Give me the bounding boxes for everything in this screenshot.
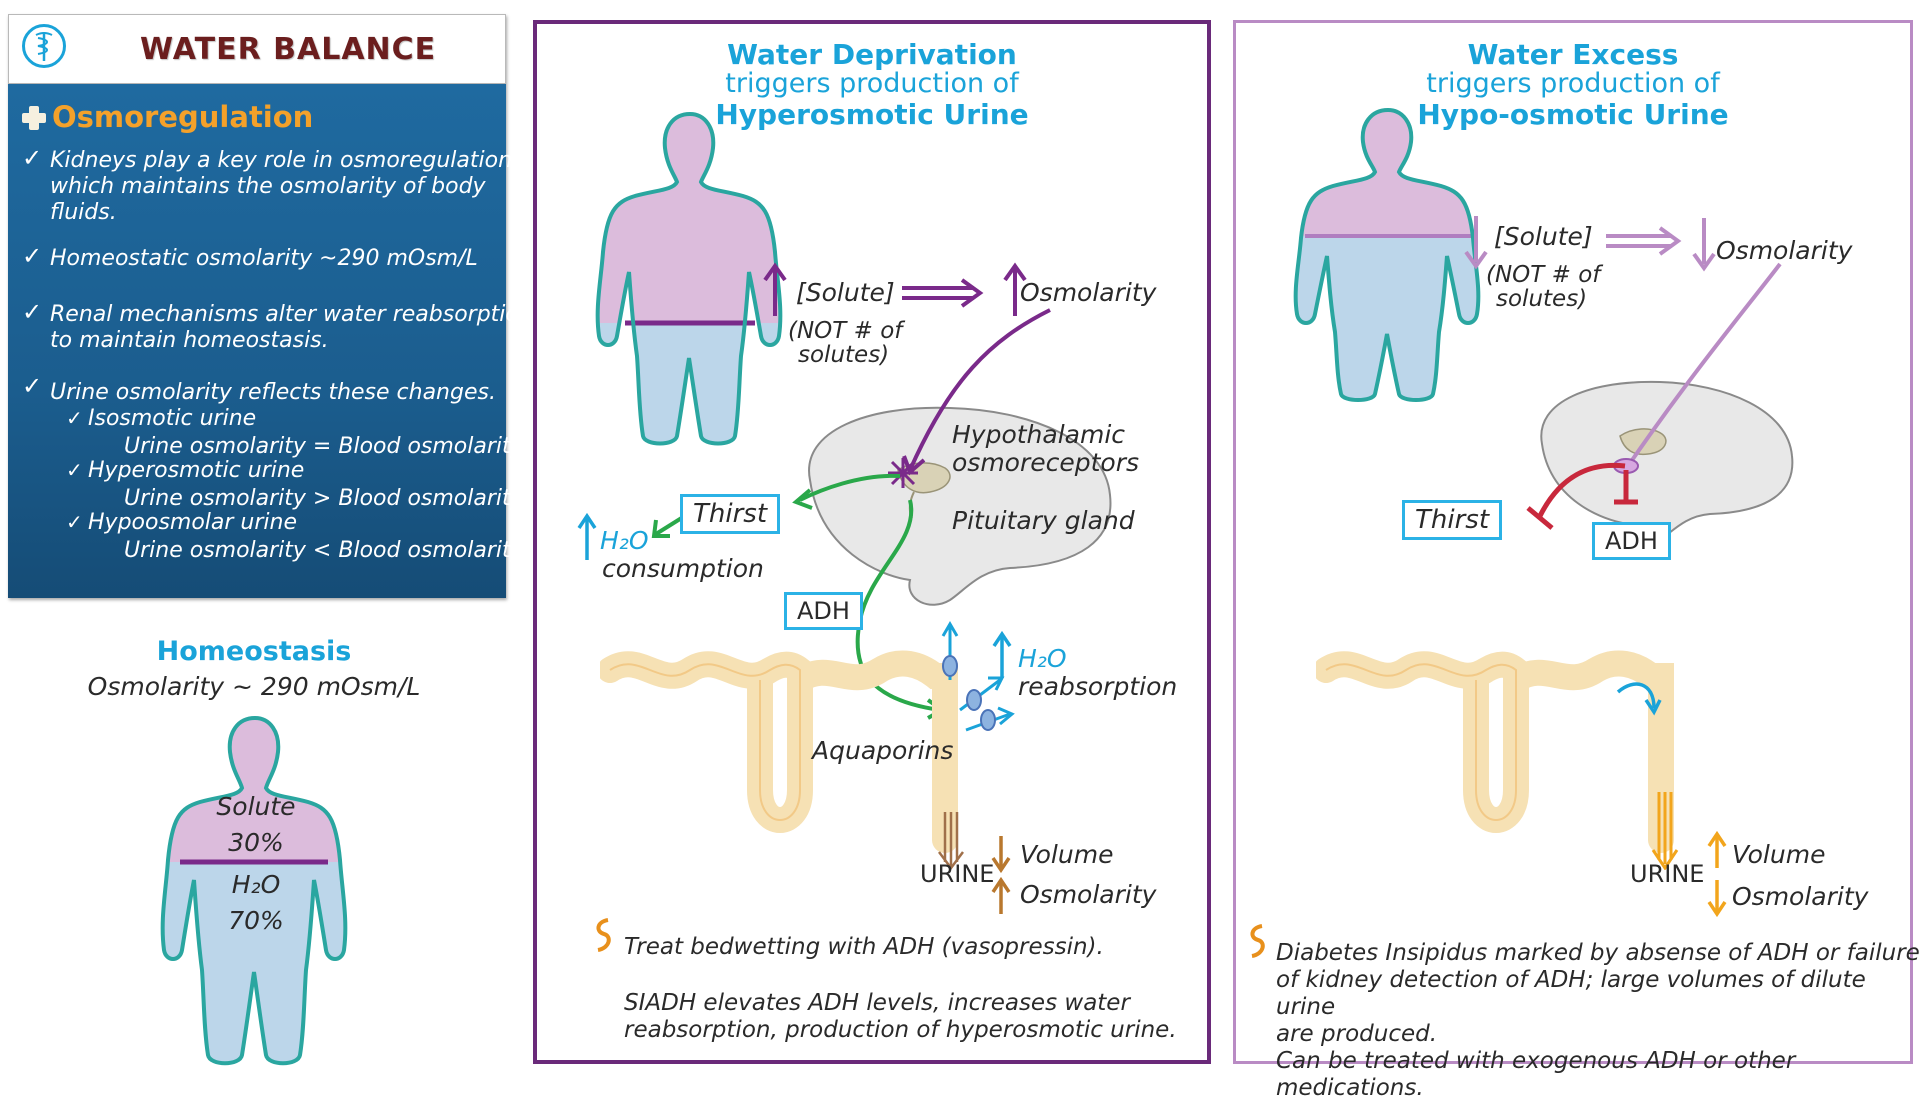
water-deprivation-panel [533, 20, 1211, 1064]
solute-label: [Solute] [1494, 222, 1593, 251]
checkmark-icon: ✓ [66, 406, 83, 430]
sub-item-detail: Urine osmolarity > Blood osmolarity [124, 486, 524, 511]
nephron-tubule-illustration [1316, 650, 1674, 853]
osmolarity-label: Osmolarity [1020, 880, 1157, 909]
h2o-label: H₂O [600, 526, 649, 555]
osmo-item-4: Urine osmolarity reflects these changes. [50, 380, 496, 405]
not-solutes-label: (NOT # of [788, 318, 903, 344]
aquaporins-label: Aquaporins [812, 736, 954, 765]
deprivation-note-1: Treat bedwetting with ADH (vasopressin). [624, 934, 1104, 960]
double-arrow-icon [1606, 226, 1682, 256]
checkmark-icon: ✓ [22, 372, 43, 400]
plus-icon [22, 106, 46, 130]
sub-item-detail: Urine osmolarity = Blood osmolarity [124, 434, 524, 459]
deprivation-subtitle: triggers production of [725, 68, 1019, 99]
decrease-arrow-icon [991, 836, 1011, 874]
urine-flow-arrow-icon [938, 812, 964, 870]
water-percent: 70% [228, 906, 284, 935]
osmoreceptors-label: osmoreceptors [952, 448, 1140, 477]
signal-curve-icon [1613, 262, 1782, 474]
decrease-arrow-icon [1707, 880, 1727, 918]
not-solutes-label: solutes) [798, 342, 890, 368]
sub-item-label: Isosmotic urine [88, 406, 257, 431]
nephron-tubule-illustration [600, 650, 958, 853]
decrease-arrow-icon [1464, 216, 1488, 270]
header-bar [8, 14, 506, 84]
inhibition-arrows [1526, 462, 1638, 530]
sub-item-label: Hyperosmotic urine [88, 458, 305, 483]
osmolarity-label: Osmolarity [1020, 278, 1157, 307]
water-excess-panel [1233, 20, 1913, 1064]
excess-subtitle: triggers production of [1426, 68, 1720, 99]
hypothalamic-label: Hypothalamic [952, 420, 1126, 449]
volume-label: Volume [1732, 840, 1826, 869]
dehydrated-body-figure [595, 111, 783, 446]
increase-arrow-icon [1003, 262, 1027, 316]
deprivation-note-2: SIADH elevates ADH levels, increases wat… [624, 990, 1177, 1043]
homeostasis-title: Homeostasis [156, 636, 352, 667]
volume-label: Volume [1020, 840, 1114, 869]
checkmark-icon: ✓ [66, 458, 83, 482]
urine-label: URINE [1630, 860, 1705, 888]
urine-flow-arrow-icon [1651, 792, 1679, 870]
deprivation-result: Hyperosmotic Urine [715, 98, 1029, 131]
water-flow-arrow-icon [1616, 682, 1662, 716]
excess-title: Water Excess [1467, 38, 1679, 71]
checkmark-icon: ✓ [22, 298, 43, 326]
osmo-item-2: Homeostatic osmolarity ~290 mOsm/L [50, 246, 478, 271]
osmoreceptor-burst-icon [888, 458, 918, 488]
thirst-box: Thirst [680, 494, 781, 534]
h2o-label: H₂O [1018, 644, 1067, 673]
double-arrow-icon [902, 278, 984, 308]
consumption-label: consumption [602, 554, 764, 583]
caduceus-icon [22, 24, 66, 68]
decrease-arrow-icon [1692, 218, 1716, 272]
increase-arrow-icon [577, 512, 597, 560]
homeostasis-body-figure [160, 715, 348, 1066]
osmoregulation-title: Osmoregulation [52, 100, 314, 134]
increase-arrow-icon [1707, 830, 1727, 868]
urine-label: URINE [920, 860, 995, 888]
excess-note: Diabetes Insipidus marked by absense of … [1276, 940, 1920, 1101]
sub-item-label: Hypoosmolar urine [88, 510, 298, 535]
not-solutes-label: (NOT # of [1486, 262, 1601, 288]
note-bullet-icon [596, 918, 611, 952]
osmo-item-1: Kidneys play a key role in osmoregulatio… [50, 148, 520, 225]
excess-result: Hypo-osmotic Urine [1417, 98, 1729, 131]
checkmark-icon: ✓ [22, 242, 43, 270]
not-solutes-label: solutes) [1496, 286, 1588, 312]
sub-item-detail: Urine osmolarity < Blood osmolarity [124, 538, 524, 563]
solute-label: [Solute] [796, 278, 895, 307]
adh-box: ADH [784, 592, 863, 630]
note-bullet-icon [1250, 924, 1265, 958]
water-label: H₂O [231, 870, 281, 899]
homeostasis-subtitle: Osmolarity ~ 290 mOsm/L [87, 672, 421, 701]
solute-percent: 30% [228, 828, 284, 857]
checkmark-icon: ✓ [66, 510, 83, 534]
increase-arrow-icon [991, 876, 1011, 914]
thirst-box: Thirst [1402, 500, 1503, 540]
reabsorption-label: reabsorption [1018, 672, 1178, 701]
osmo-item-3: Renal mechanisms alter water reabsorptio… [50, 302, 533, 353]
increase-arrow-icon [763, 262, 787, 316]
solute-label: Solute [216, 792, 296, 821]
osmoregulation-panel [8, 84, 506, 598]
aquaporin-arrows [941, 621, 1015, 732]
deprivation-title: Water Deprivation [727, 38, 1017, 71]
increase-arrow-icon [992, 630, 1012, 678]
pituitary-label: Pituitary gland [952, 506, 1135, 535]
brain-illustration [808, 406, 1112, 606]
osmolarity-label: Osmolarity [1732, 882, 1869, 911]
checkmark-icon: ✓ [22, 144, 43, 172]
page-title: WATER BALANCE [140, 32, 437, 67]
osmolarity-label: Osmolarity [1716, 236, 1853, 265]
adh-box: ADH [1592, 522, 1671, 560]
overhydrated-body-figure [1293, 107, 1481, 402]
